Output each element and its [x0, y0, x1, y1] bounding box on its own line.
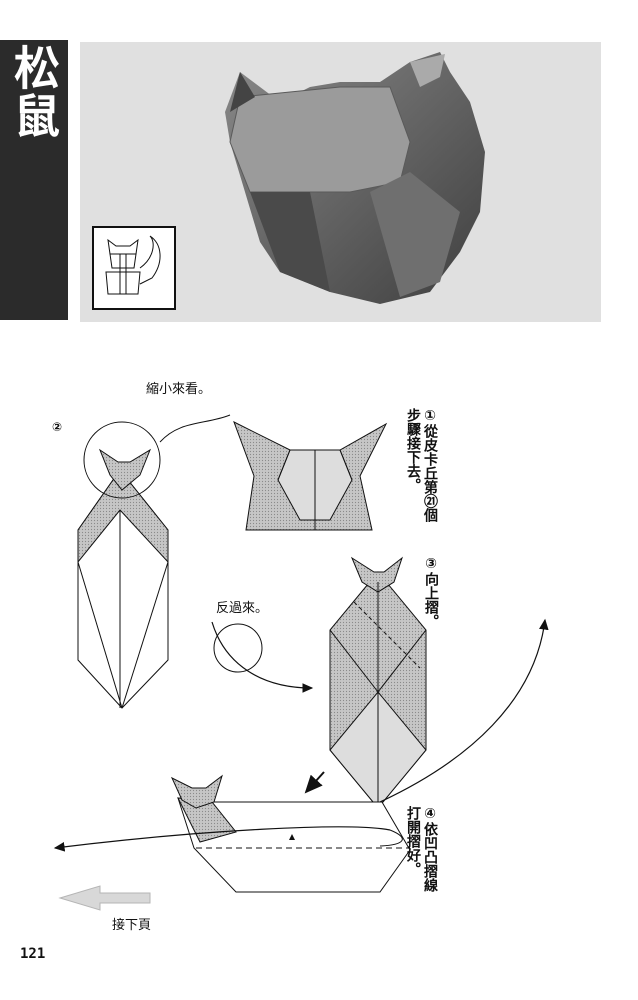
model-thumbnail [92, 226, 176, 310]
page-number: 121 [20, 946, 46, 962]
folding-diagram [53, 414, 549, 911]
finished-model-photo [80, 42, 601, 322]
step-2-number: ② [52, 420, 63, 434]
title-band [0, 40, 68, 320]
next-page-note: 接下頁 [112, 918, 152, 933]
step-4-instruction: ④依凹凸摺線打開摺好。 [404, 806, 438, 896]
step-3-number: ③ [423, 556, 439, 572]
step-1-instruction: ①從皮卡丘第㉑個步驟接下去。 [404, 408, 438, 526]
zoom-note: 縮小來看。 [146, 382, 212, 397]
page-title: 松鼠 [7, 44, 61, 140]
turn-over-note: 反過來。 [216, 601, 269, 616]
step-3-instruction: ③向上摺。 [422, 556, 439, 636]
step-4-number: ④ [422, 806, 438, 822]
step-1-text: 從皮卡丘第㉑個步驟接下去。 [405, 408, 438, 522]
step-4-text: 依凹凸摺線打開摺好。 [405, 806, 438, 892]
step-3-text: 向上摺。 [423, 572, 439, 628]
step-1-number: ① [422, 408, 438, 424]
